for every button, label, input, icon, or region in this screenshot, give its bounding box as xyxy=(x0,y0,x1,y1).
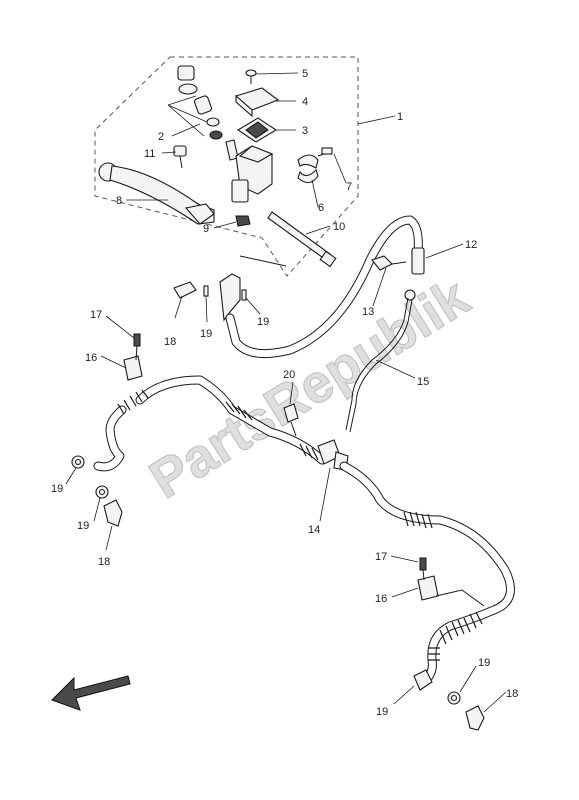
hose-guide-right xyxy=(417,575,439,601)
master-cylinder-top xyxy=(238,145,274,163)
banjo-bolt-right xyxy=(465,705,485,731)
watermark: PartsRepublik xyxy=(140,266,481,510)
clamp-lower xyxy=(297,168,319,184)
pipe-fitting xyxy=(404,289,416,301)
callout-10: 10 xyxy=(333,221,345,233)
cup-seal xyxy=(206,117,220,127)
washer-right-1 xyxy=(413,669,433,691)
front-hose-left xyxy=(93,375,327,472)
callout-14: 14 xyxy=(308,524,320,536)
callout-19-d: 19 xyxy=(77,520,89,532)
lever-nut xyxy=(235,215,251,227)
joint-group xyxy=(371,247,425,301)
callout-9: 9 xyxy=(203,223,209,235)
banjo-bolt-left xyxy=(103,499,123,527)
callout-19-b: 19 xyxy=(257,316,269,328)
bleeder-screw xyxy=(283,403,299,423)
washer-upper-2 xyxy=(241,289,247,301)
callout-6: 6 xyxy=(318,202,324,214)
callout-7: 7 xyxy=(346,181,352,193)
assembly-boundary xyxy=(94,56,359,277)
callout-5: 5 xyxy=(302,68,308,80)
hose-guide-clips xyxy=(123,333,485,607)
brake-pipe xyxy=(345,297,409,431)
callout-11: 11 xyxy=(144,148,155,160)
washer-upper-1 xyxy=(203,285,209,297)
lever-bracket xyxy=(231,179,249,203)
lower-left-banjo xyxy=(71,455,123,527)
callout-18-right: 18 xyxy=(506,688,518,700)
lever-pivot xyxy=(184,203,215,225)
lower-right-banjo xyxy=(413,669,485,731)
front-direction-arrow-icon xyxy=(51,675,131,711)
guide-bolt-left xyxy=(133,333,141,347)
callout-18-left: 18 xyxy=(98,556,110,568)
dust-boot xyxy=(177,65,195,81)
callout-8: 8 xyxy=(116,195,122,207)
callout-15: 15 xyxy=(417,376,429,388)
callout-19-a: 19 xyxy=(200,328,212,340)
master-cylinder-group xyxy=(98,65,337,268)
pivot-bolt-head xyxy=(173,145,187,157)
clamp-bolt xyxy=(321,147,333,155)
hose-guide-left xyxy=(123,355,143,381)
callout-12: 12 xyxy=(465,239,477,251)
callout-19-c: 19 xyxy=(51,483,63,495)
guide-bolt-right xyxy=(419,557,427,571)
piston xyxy=(193,95,213,115)
cup-seal-2 xyxy=(209,130,223,140)
callout-2: 2 xyxy=(158,131,164,143)
front-hose-right xyxy=(339,461,515,685)
callout-3: 3 xyxy=(302,125,308,137)
switch-end xyxy=(319,250,337,268)
callout-17-right: 17 xyxy=(375,551,387,563)
cap-side xyxy=(235,94,253,118)
callout-19-f: 19 xyxy=(376,706,388,718)
circlip xyxy=(178,83,198,95)
diaphragm-plate xyxy=(245,121,269,139)
callout-16-right: 16 xyxy=(375,593,387,605)
clamp-upper xyxy=(297,154,319,169)
leader-lines xyxy=(65,72,507,713)
upper-banjo-group xyxy=(173,215,423,359)
hose-joint xyxy=(411,247,425,275)
callout-19-e: 19 xyxy=(478,657,490,669)
callout-4: 4 xyxy=(302,96,308,108)
callout-1: 1 xyxy=(397,111,403,123)
brake-switch xyxy=(267,211,331,261)
callout-13: 13 xyxy=(362,306,374,318)
banjo-bolt-upper xyxy=(173,281,197,299)
callout-17-left: 17 xyxy=(90,309,102,321)
callout-20: 20 xyxy=(283,369,295,381)
callout-18-upper: 18 xyxy=(164,336,176,348)
banjo-fitting-upper xyxy=(219,273,241,322)
callouts: 1 2 3 4 5 6 7 8 9 10 11 12 13 14 15 16 1… xyxy=(51,68,518,718)
screw-head xyxy=(245,69,257,77)
callout-16-left: 16 xyxy=(85,352,97,364)
